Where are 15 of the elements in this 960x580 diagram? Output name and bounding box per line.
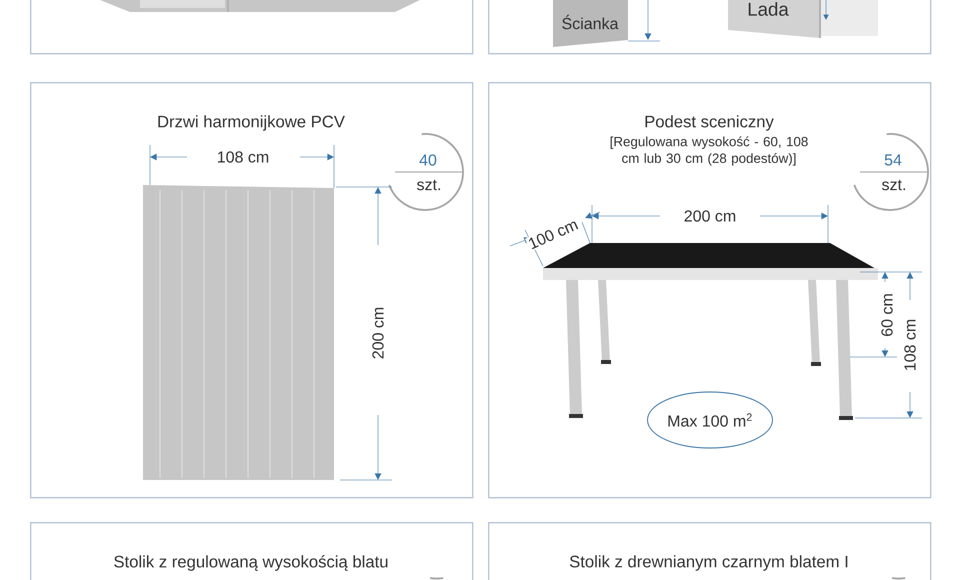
dimension-label: 60 cm — [880, 292, 894, 338]
panel-title: Stolik z drewnianym czarnym blatem I — [570, 555, 848, 571]
dimension-label: 108 cm — [903, 317, 917, 373]
panel-subtitle: [Regulowana wysokość - 60, 108 cm lub 30 cm (28 podestów)] — [610, 136, 808, 166]
counter-drawing: Lada — [728, 0, 878, 38]
count-badge: 54 szt. — [853, 133, 929, 211]
panel-title: Podest sceniczny — [646, 115, 774, 131]
wall-panel: Ścianka — [553, 0, 628, 47]
panel-title: Stolik z regulowaną wysokością blatu — [114, 555, 388, 571]
dimension-label: 200 cm — [682, 209, 738, 223]
count-badge: 40 szt. — [388, 133, 464, 211]
dimension-label: 108 cm — [215, 150, 271, 164]
panel-title: Drzwi harmonijkowe PCV — [158, 115, 345, 131]
dimension-label: 100 cm — [524, 216, 582, 252]
dimension-label: 200 cm — [371, 305, 385, 361]
